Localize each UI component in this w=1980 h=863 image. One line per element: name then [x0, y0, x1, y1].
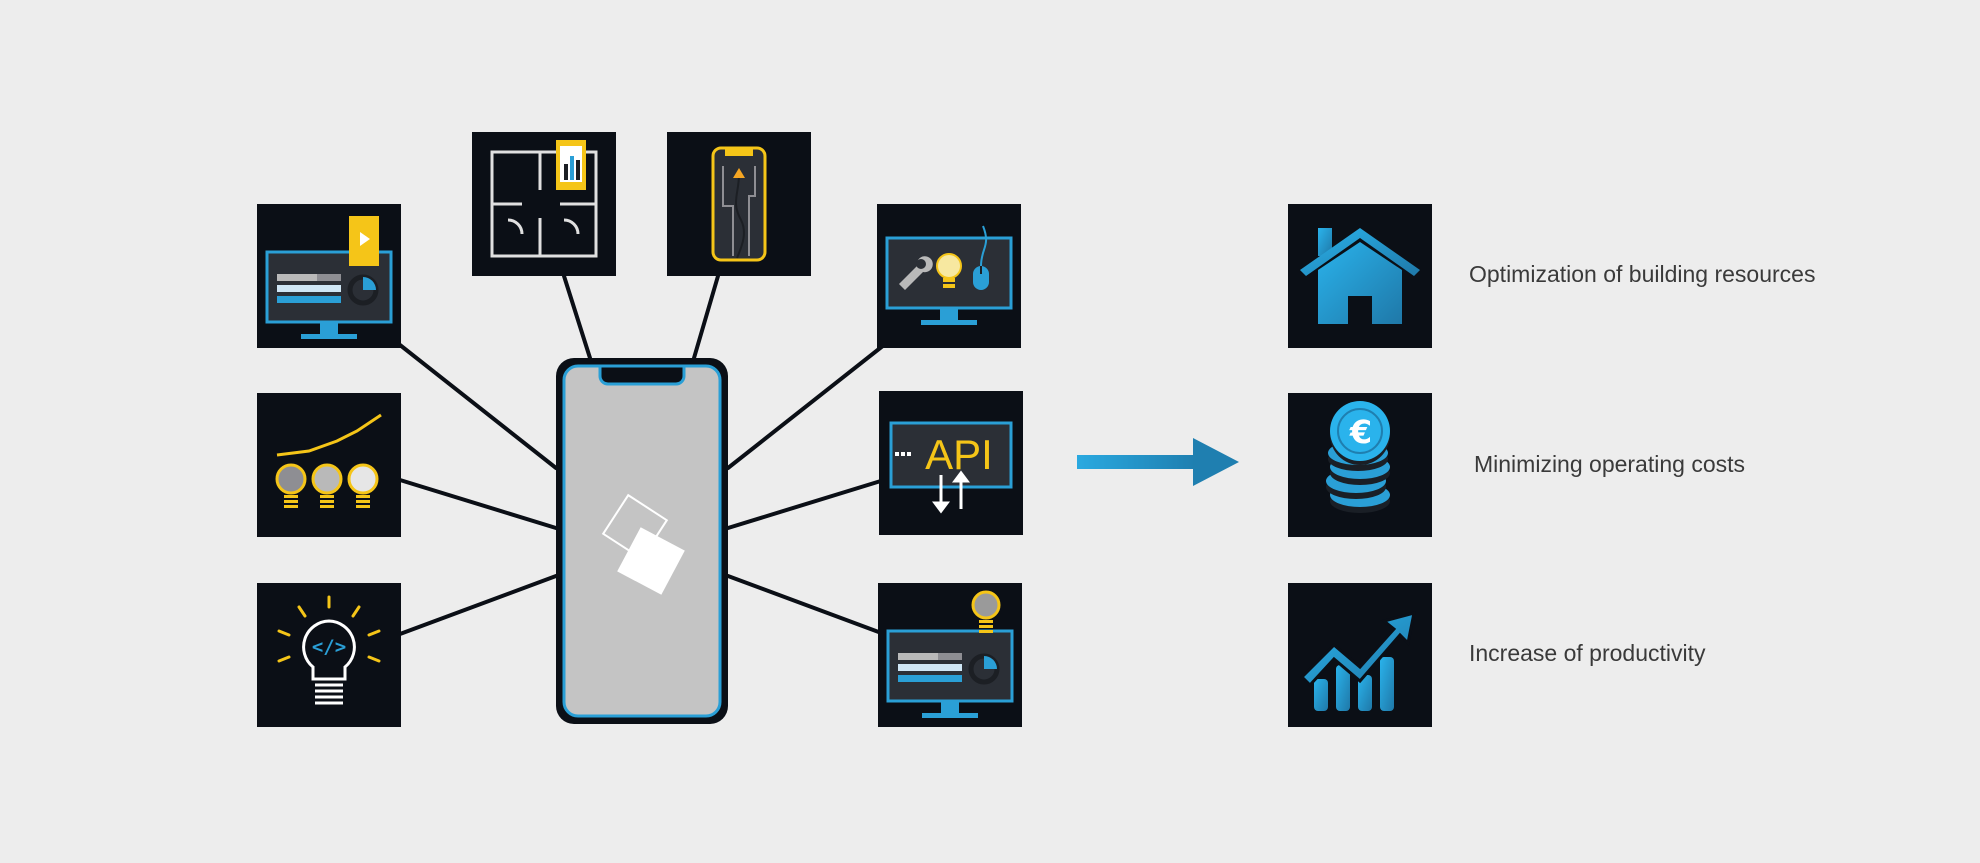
lighting-dashboard-icon	[886, 590, 1014, 718]
benefit-tile-building	[1288, 204, 1432, 348]
connector-line	[726, 343, 886, 470]
analytics-lightbulbs-icon	[275, 413, 382, 508]
house-icon	[1300, 228, 1420, 324]
svg-text:</>: </>	[312, 636, 346, 658]
connector-line	[398, 574, 558, 636]
connector-line	[562, 274, 592, 360]
api-exchange-icon: API	[889, 421, 1013, 514]
connector-line	[726, 574, 886, 636]
feature-tile-dashboard	[257, 204, 401, 348]
benefit-label-building: Optimization of building resources	[1469, 261, 1816, 287]
connector-line	[726, 478, 886, 530]
feature-tile-navigation	[667, 132, 811, 276]
feature-tile-remote-control	[877, 204, 1021, 348]
right-arrow-icon	[1077, 438, 1239, 486]
smartphone-app-icon	[556, 358, 728, 724]
feature-tile-api: API	[879, 391, 1023, 535]
remote-control-monitor-icon	[885, 225, 1013, 325]
benefit-label-productivity: Increase of productivity	[1469, 640, 1706, 666]
feature-tile-analytics	[257, 393, 401, 537]
feature-tile-coding-idea: </>	[257, 583, 401, 727]
svg-text:€: €	[1349, 413, 1372, 451]
api-label: API	[925, 431, 993, 478]
benefit-label-costs: Minimizing operating costs	[1474, 451, 1746, 477]
connector-line	[692, 274, 720, 360]
euro-coins-icon: €	[1326, 401, 1390, 513]
connector-line	[398, 343, 558, 470]
floor-plan-analytics-icon	[490, 140, 598, 258]
feature-tile-floor-plan	[472, 132, 616, 276]
connector-line	[398, 478, 558, 530]
growth-chart-icon	[1299, 610, 1416, 711]
smartphone-hub	[554, 356, 730, 726]
dashboard-video-monitor-icon	[265, 216, 393, 339]
coding-idea-icon: </>	[277, 595, 381, 705]
mobile-navigation-icon	[711, 146, 767, 262]
feature-tile-lighting-dashboard	[878, 583, 1022, 727]
benefit-tile-costs: €	[1288, 393, 1432, 537]
benefit-tile-productivity	[1288, 583, 1432, 727]
result-arrow	[1075, 436, 1241, 488]
